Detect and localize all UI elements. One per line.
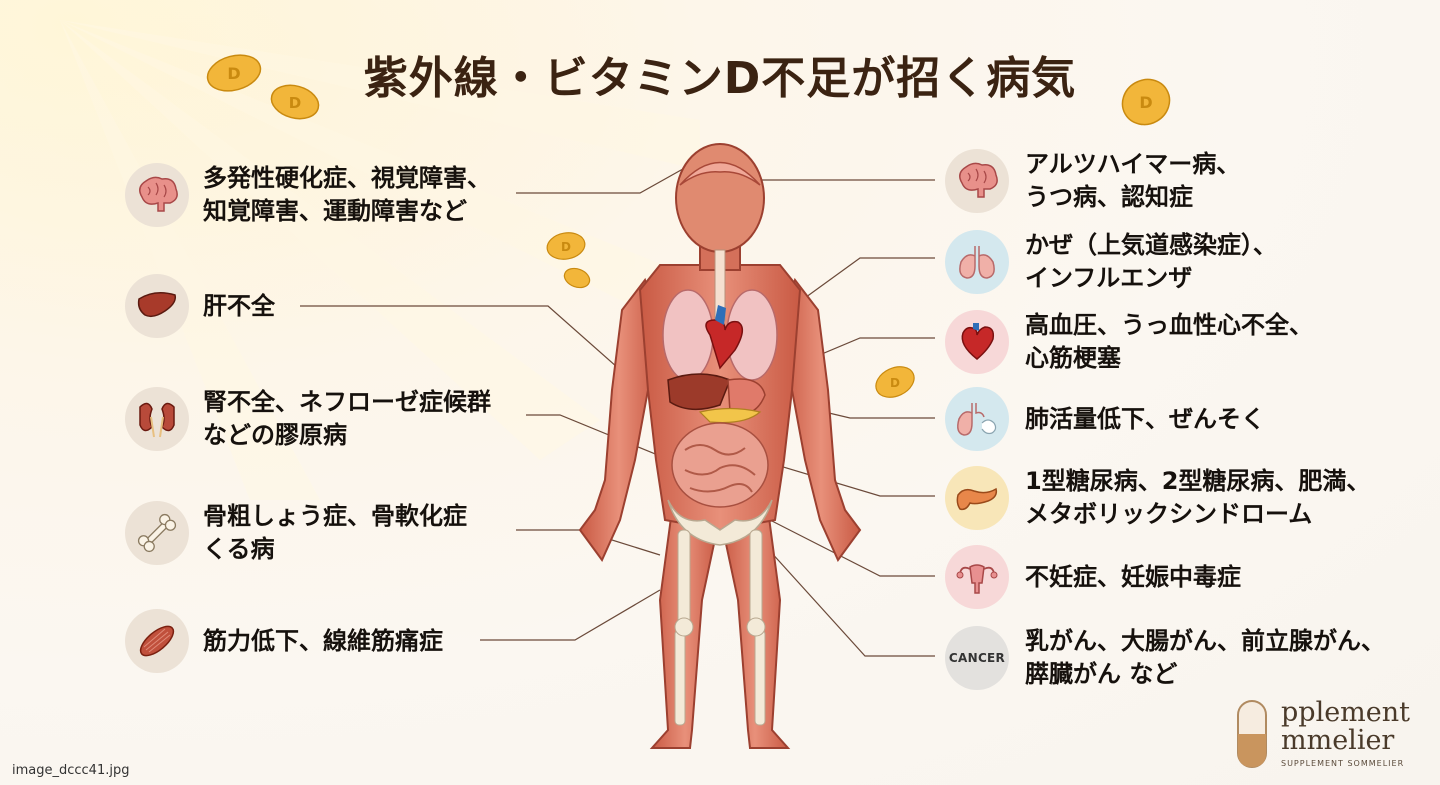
svg-text:D: D xyxy=(890,376,900,390)
uterus-icon xyxy=(945,545,1009,609)
bone-icon xyxy=(125,501,189,565)
disease-label: 腎不全、ネフローゼ症候群 などの膠原病 xyxy=(203,388,491,449)
cancer-icon-label: CANCER xyxy=(948,651,1006,665)
vitamin-d-capsule: D xyxy=(1121,78,1171,126)
right-item-pancreas: 1型糖尿病、2型糖尿病、肥満、 メタボリックシンドローム xyxy=(945,465,1370,531)
left-item-brain: 多発性硬化症、視覚障害、 知覚障害、運動障害など xyxy=(125,162,491,228)
heart-icon xyxy=(945,310,1009,374)
svg-text:D: D xyxy=(561,240,571,254)
left-item-liver: 肝不全 xyxy=(125,274,275,338)
disease-label: 1型糖尿病、2型糖尿病、肥満、 メタボリックシンドローム xyxy=(1025,467,1371,528)
capsule-logo-icon xyxy=(1237,700,1267,768)
page-title: 紫外線・ビタミンD不足が招く病気 xyxy=(363,53,1077,104)
pancreas-icon xyxy=(945,466,1009,530)
brain-icon xyxy=(945,149,1009,213)
disease-label: アルツハイマー病、 うつ病、認知症 xyxy=(1025,150,1241,211)
disease-label: 肝不全 xyxy=(203,291,275,320)
vitamin-d-capsule: D xyxy=(270,84,320,120)
vitamin-d-capsule: D xyxy=(546,232,586,260)
logo-text-line2: mmelier xyxy=(1281,725,1395,756)
vitamin-d-capsule: D xyxy=(206,54,262,92)
muscle-icon xyxy=(125,609,189,673)
disease-label: 高血圧、うっ血性心不全、 心筋梗塞 xyxy=(1025,311,1313,372)
left-item-bone: 骨粗しょう症、骨軟化症 くる病 xyxy=(125,500,467,566)
logo-text-line1: pplement xyxy=(1281,697,1411,728)
cancer-icon: CANCER xyxy=(945,626,1009,690)
left-item-kidney: 腎不全、ネフローゼ症候群 などの膠原病 xyxy=(125,386,491,452)
disease-label: 骨粗しょう症、骨軟化症 くる病 xyxy=(203,502,467,563)
brain-icon xyxy=(125,163,189,227)
lungs-icon xyxy=(945,230,1009,294)
disease-label: かぜ（上気道感染症）、 インフルエンザ xyxy=(1025,231,1277,292)
svg-text:D: D xyxy=(1139,93,1152,112)
vitamin-d-capsule: D xyxy=(875,366,915,398)
human-anatomy-figure xyxy=(578,143,862,749)
lungs-asthma-icon xyxy=(945,387,1009,451)
left-item-muscle: 筋力低下、線維筋痛症 xyxy=(125,609,443,673)
disease-label: 乳がん、大腸がん、前立腺がん、 膵臓がん など xyxy=(1025,627,1385,688)
right-item-cancer: CANCER 乳がん、大腸がん、前立腺がん、 膵臓がん など xyxy=(945,625,1385,691)
right-item-lungs: かぜ（上気道感染症）、 インフルエンザ xyxy=(945,229,1277,295)
kidney-icon xyxy=(125,387,189,451)
image-filename: image_dccc41.jpg xyxy=(12,763,130,778)
disease-label: 肺活量低下、ぜんそく xyxy=(1025,404,1265,433)
brand-logo: pplement mmelier SUPPLEMENT SOMMELIER xyxy=(1235,697,1425,773)
logo-subtitle: SUPPLEMENT SOMMELIER xyxy=(1281,759,1405,768)
liver-icon xyxy=(125,274,189,338)
svg-text:D: D xyxy=(227,64,240,83)
right-item-brain: アルツハイマー病、 うつ病、認知症 xyxy=(945,148,1240,214)
svg-text:D: D xyxy=(289,94,301,112)
vitamin-d-capsule xyxy=(563,267,591,289)
disease-label: 不妊症、妊娠中毒症 xyxy=(1025,562,1241,591)
right-item-lungs-asthma: 肺活量低下、ぜんそく xyxy=(945,387,1265,451)
disease-label: 多発性硬化症、視覚障害、 知覚障害、運動障害など xyxy=(203,164,491,225)
right-item-uterus: 不妊症、妊娠中毒症 xyxy=(945,545,1241,609)
right-item-heart: 高血圧、うっ血性心不全、 心筋梗塞 xyxy=(945,309,1313,375)
disease-label: 筋力低下、線維筋痛症 xyxy=(203,626,443,655)
